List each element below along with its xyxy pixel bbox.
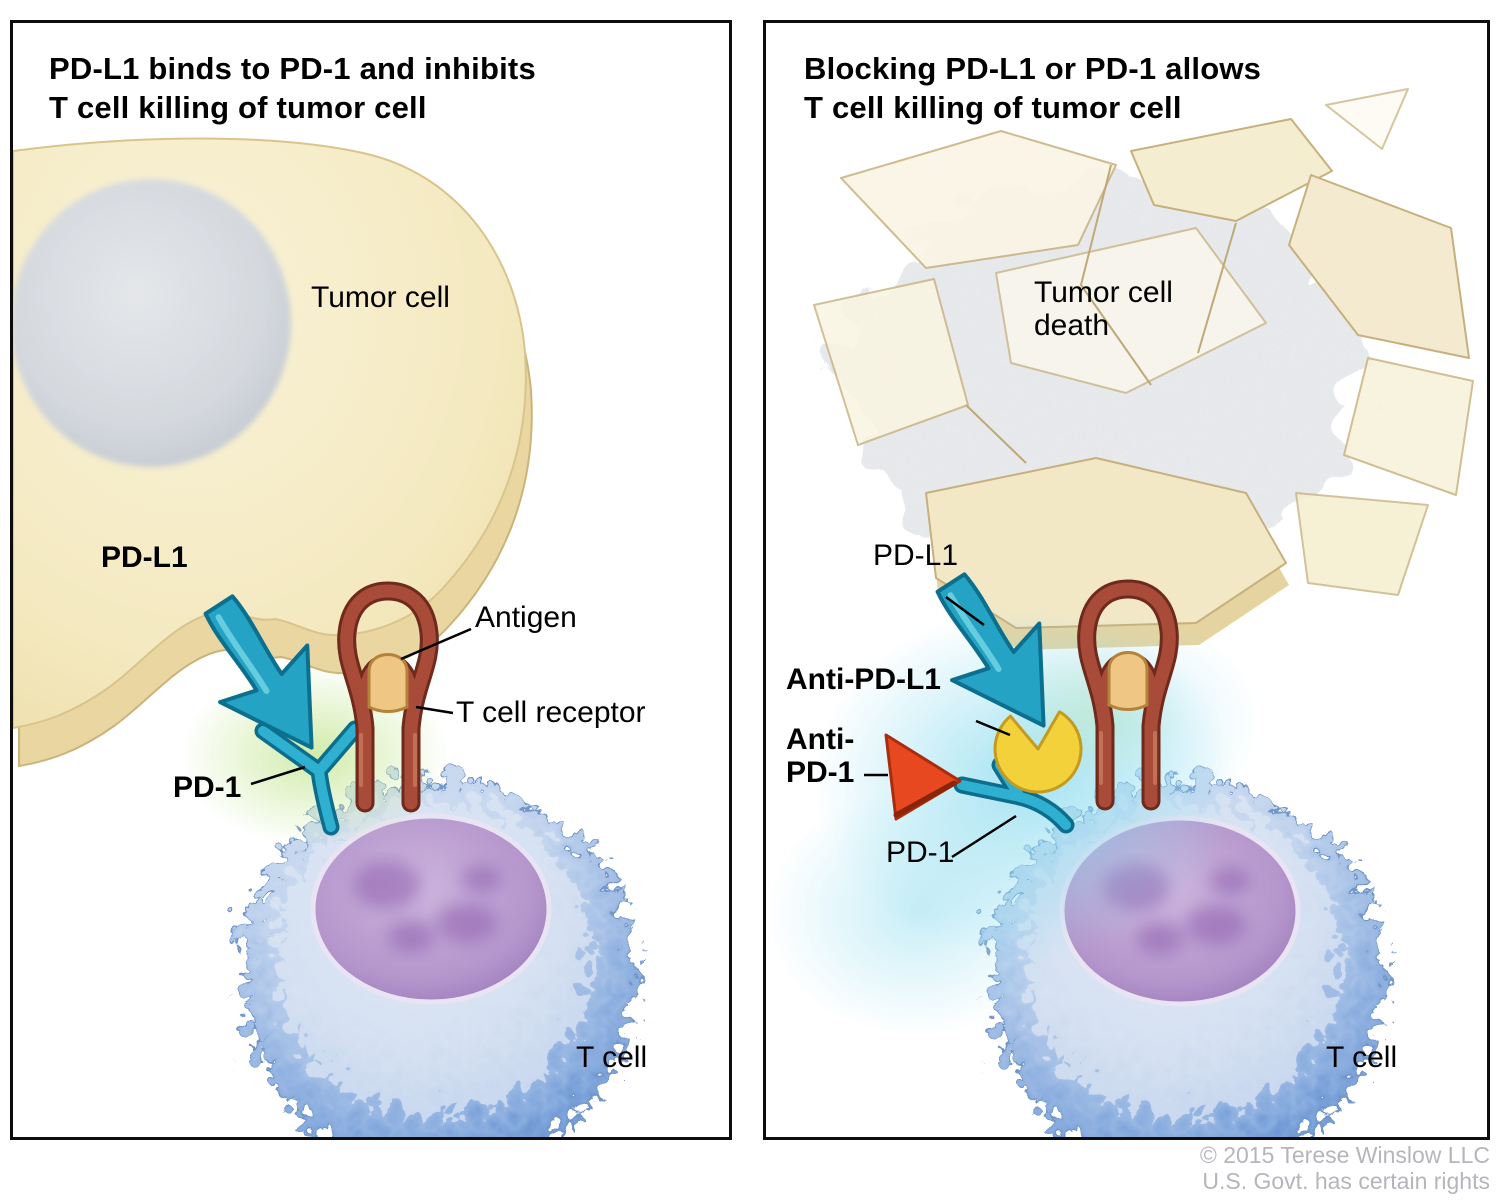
label-antigen: Antigen <box>475 601 577 634</box>
tumor-cell-fragments <box>813 88 1474 650</box>
anti-pdl1-leader-line <box>975 719 1011 737</box>
t-cell-receptor-leader-line <box>415 705 454 715</box>
label-pdl1: PD-L1 <box>873 539 959 572</box>
pd1-leader-line <box>250 765 306 786</box>
panel-right-blocking: Blocking PD-L1 or PD-1 allows T cell kil… <box>763 20 1490 1140</box>
anti-pd1-antibody <box>884 733 962 821</box>
label-anti-pdl1: Anti-PD-L1 <box>786 663 941 696</box>
pd1-leader-line <box>951 814 1017 859</box>
label-tumor-cell-death: Tumor cell death <box>1034 276 1173 342</box>
pd1-receptor <box>254 720 364 836</box>
tumor-cell-nucleus <box>13 179 291 467</box>
antigen-leader-line <box>400 627 472 661</box>
panel-left-artwork <box>13 137 729 1137</box>
panel-right-title: Blocking PD-L1 or PD-1 allows T cell kil… <box>804 49 1261 127</box>
panel-right-title-line2: T cell killing of tumor cell <box>804 90 1182 125</box>
label-anti-pd1: Anti- PD-1 <box>786 723 854 789</box>
panel-right-title-line1: Blocking PD-L1 or PD-1 allows <box>804 51 1262 86</box>
label-anti-pd1-line1: Anti- <box>786 723 855 756</box>
anti-pdl1-antibody <box>993 710 1083 794</box>
panel-left-title-line2: T cell killing of tumor cell <box>49 90 427 125</box>
copyright-line2: U.S. Govt. has certain rights <box>1202 1168 1490 1194</box>
panel-left-title: PD-L1 binds to PD-1 and inhibits T cell … <box>49 49 536 127</box>
label-tumor-cell-death-line2: death <box>1034 309 1110 342</box>
label-t-cell-receptor: T cell receptor <box>456 696 646 729</box>
label-tumor-cell: Tumor cell <box>311 281 450 314</box>
panel-left-title-line1: PD-L1 binds to PD-1 and inhibits <box>49 51 536 86</box>
copyright-line1: © 2015 Terese Winslow LLC <box>1199 1142 1490 1168</box>
label-pd1: PD-1 <box>886 836 955 869</box>
label-pdl1: PD-L1 <box>101 541 188 574</box>
label-tumor-cell-death-line1: Tumor cell <box>1034 276 1173 309</box>
pdl1-leader-line <box>945 595 985 627</box>
copyright-notice: © 2015 Terese Winslow LLC U.S. Govt. has… <box>1200 1142 1490 1194</box>
panel-right-artwork <box>766 88 1474 1137</box>
label-t-cell: T cell <box>576 1041 648 1074</box>
label-anti-pd1-line2: PD-1 <box>786 756 855 789</box>
panel-left-inhibition: PD-L1 binds to PD-1 and inhibits T cell … <box>10 20 732 1140</box>
label-t-cell: T cell <box>1326 1041 1398 1074</box>
label-pd1: PD-1 <box>173 771 242 804</box>
